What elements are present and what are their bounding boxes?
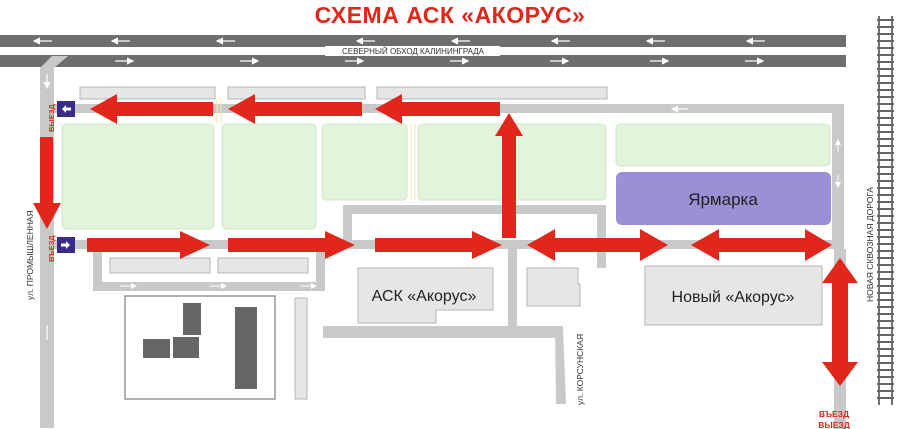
arrow-left (228, 94, 362, 124)
bottom-entry-label: ВЪЕЗД (819, 409, 849, 419)
new-akorus-label: Новый «Акорус» (672, 289, 795, 306)
map-title: СХЕМА АСК «АКОРУС» (314, 2, 586, 28)
new-akorus-building (644, 265, 823, 326)
arrow-double (527, 229, 668, 261)
parking-strip (227, 86, 366, 100)
ask-akorus-label: АСК «Акорус» (372, 288, 477, 305)
arrow-double (691, 229, 832, 261)
bottom-street-label: ул. КОРСУНСКАЯ (575, 334, 585, 405)
crosswalk-stripes (216, 99, 416, 200)
fair-area (616, 172, 831, 225)
small-building (526, 267, 581, 307)
exit-gate-label: ВЫЕЗД (47, 104, 56, 132)
arrow-up (495, 113, 523, 238)
arrow-left (375, 94, 500, 124)
highway-direction-arrows (32, 37, 765, 65)
arrow-right (375, 231, 502, 259)
bottom-exit-label: ВЫЕЗД (818, 420, 850, 429)
traffic-arrows (33, 94, 858, 386)
arrow-vertical-double (822, 258, 858, 386)
right-road-label: НОВАЯ СКВОЗНАЯ ДОРОГА (865, 187, 875, 302)
railway (877, 16, 894, 405)
factory-buildings (143, 303, 257, 389)
entry-gate-label: ВЪЕЗД (47, 235, 56, 262)
parking-strip-lower (109, 257, 211, 274)
parking-strip (79, 86, 216, 100)
building-strip (294, 297, 308, 400)
left-street-label: ул. ПРОМЫШЛЕННАЯ (25, 210, 35, 300)
arrow-down (33, 137, 61, 229)
fair-label: Ярмарка (688, 190, 758, 209)
highway-bottom-lane (0, 55, 846, 67)
arrow-right (87, 231, 210, 259)
arrow-left (90, 94, 213, 124)
highway-top-lane (0, 35, 846, 47)
arrow-right (228, 231, 355, 259)
parking-strip-lower (217, 257, 309, 274)
highway-label-bg (325, 46, 500, 56)
parking-strip (376, 86, 608, 100)
ask-akorus-building (357, 267, 494, 324)
highway-label: СЕВЕРНЫЙ ОБХОД КАЛИНИНГРАДА (342, 47, 485, 56)
